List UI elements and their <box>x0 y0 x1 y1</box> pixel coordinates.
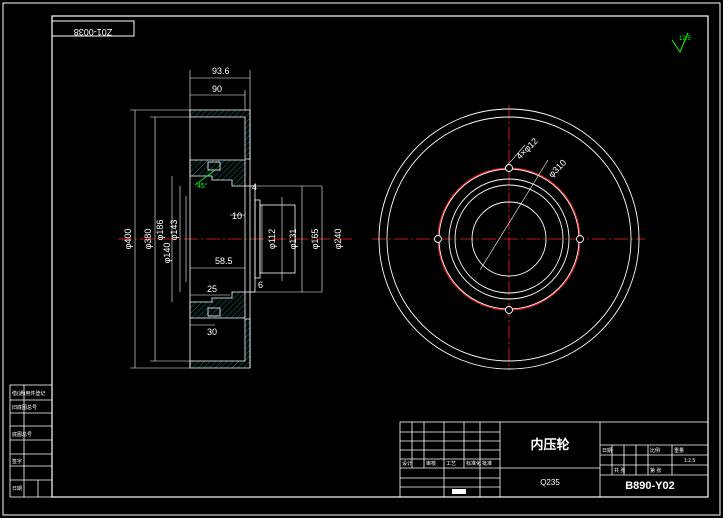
left-strip-text-1: 借(通)用件登记 <box>12 390 45 397</box>
tb-stamp <box>452 489 466 494</box>
dim-10: 10 <box>232 211 242 221</box>
tb-cell-5: 批准 <box>482 460 492 467</box>
dim-93: 93.6 <box>212 66 230 76</box>
hub-top-section <box>189 159 246 187</box>
dim-d112: φ112 <box>267 229 277 249</box>
dim-58: 58.5 <box>215 256 233 266</box>
rim-bottom-section <box>189 318 251 369</box>
dim-d140: φ140 <box>162 243 172 264</box>
dim-d380: φ380 <box>143 229 153 250</box>
dim-d240: φ240 <box>333 229 343 250</box>
bolt-hole-top <box>505 164 513 172</box>
drawing-number-box <box>51 20 135 37</box>
tb-cell-10: 第 张 <box>650 467 661 474</box>
left-revision-strip <box>9 384 53 498</box>
hole-callout: 4×φ12 <box>514 136 540 162</box>
left-strip-text-3: 底图总号 <box>12 431 32 438</box>
front-view: 4×φ12 φ310 <box>372 105 645 370</box>
svg-text:12.5: 12.5 <box>679 36 691 42</box>
dim-d143: φ143 <box>169 220 179 241</box>
dim-d131: φ131 <box>288 229 298 250</box>
tb-cell-6: 日期 <box>602 448 612 454</box>
left-strip-text-5: 日期 <box>12 486 22 492</box>
dim-d186: φ186 <box>155 220 165 241</box>
scale-value: 1:2.5 <box>684 458 695 464</box>
tb-cell-2: 审核 <box>426 460 436 467</box>
material: Q235 <box>540 478 560 487</box>
dim-4: 4 <box>252 182 257 192</box>
hub-bottom-section <box>189 291 246 319</box>
pcd-callout: φ310 <box>546 158 568 180</box>
dim-6: 6 <box>258 280 263 290</box>
dim-d165: φ165 <box>310 229 320 250</box>
section-view: 93.6 90 φ400 φ380 φ186 φ143 φ140 10 58.5… <box>118 66 355 369</box>
tb-cell-8: 重量 <box>674 447 684 454</box>
bolt-hole-left <box>434 235 442 243</box>
surface-roughness-mark: 12.5 <box>671 32 691 54</box>
drawing-number-tag: Z01-0038 <box>74 27 113 37</box>
hub-circle-3 <box>454 184 564 294</box>
dim-30: 30 <box>207 327 217 337</box>
bolt-hole-bottom <box>505 306 513 314</box>
tb-cell-4: 标准化 <box>466 460 481 467</box>
tb-cell-1: 设计 <box>402 460 412 467</box>
dim-d400: φ400 <box>123 229 133 250</box>
drawing-number: B890-Y02 <box>625 480 675 492</box>
hub-mid-circle <box>448 178 570 300</box>
dim-chamfer: 45° <box>197 182 208 190</box>
dim-25: 25 <box>207 284 217 294</box>
tb-cell-9: 共 张 <box>614 467 625 474</box>
outer-rim-circle <box>378 108 640 370</box>
title-block <box>399 421 709 498</box>
dim-90: 90 <box>212 84 222 94</box>
left-strip-text-4: 签字 <box>12 458 22 465</box>
left-strip-text-2: 旧底图总号 <box>12 404 37 411</box>
inner-frame <box>51 15 709 498</box>
rim-top-section <box>189 109 251 160</box>
bolt-hole-right <box>576 235 584 243</box>
bore-circle <box>471 201 547 277</box>
tb-cell-7: 比例 <box>650 447 660 454</box>
rim-inner-circle <box>386 116 632 362</box>
tb-cell-3: 工艺 <box>446 461 456 467</box>
part-name: 内压轮 <box>530 437 569 452</box>
